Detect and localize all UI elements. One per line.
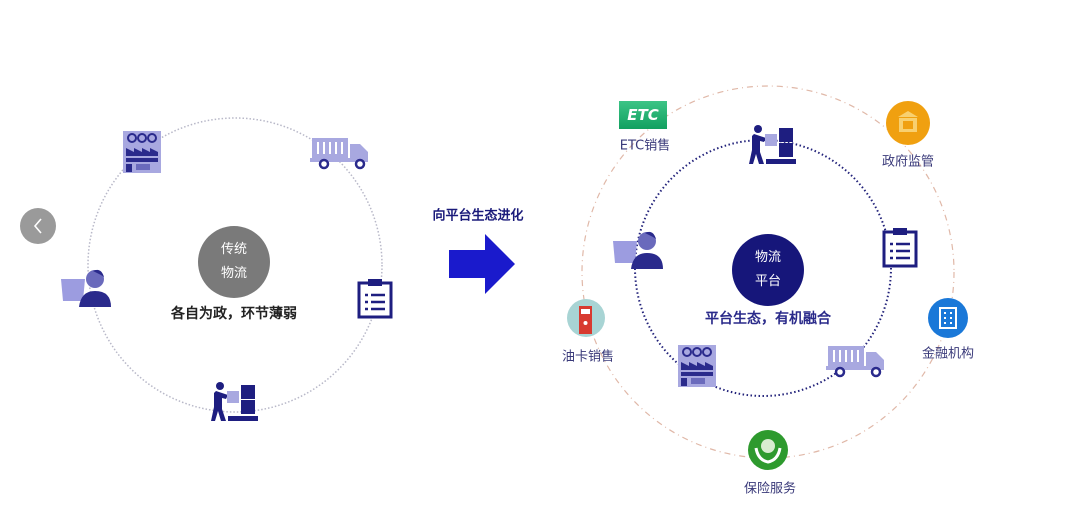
center-label: 物流 bbox=[220, 266, 247, 281]
traditional-logistics-node: 传统 物流 bbox=[198, 226, 270, 298]
chevron-left-icon bbox=[33, 218, 42, 234]
left-caption: 各自为政，环节薄弱 bbox=[171, 306, 297, 322]
operator-computer-icon bbox=[61, 269, 111, 307]
partner-label-insurance: 保险服务 bbox=[743, 481, 797, 497]
center-label: 物流 bbox=[754, 250, 781, 265]
clipboard-icon bbox=[357, 279, 393, 319]
etc-logo: ETC bbox=[619, 101, 667, 129]
fuel-pump-icon bbox=[567, 299, 605, 337]
partner-label-etc: ETC销售 bbox=[619, 138, 671, 154]
truck-icon bbox=[826, 346, 884, 378]
partner-label-gov: 政府监管 bbox=[881, 154, 935, 170]
factory-icon bbox=[678, 345, 716, 387]
truck-icon bbox=[310, 138, 368, 170]
center-label: 传统 bbox=[220, 242, 247, 257]
evolution-label: 向平台生态进化 bbox=[432, 208, 524, 224]
warehouse-worker-icon bbox=[749, 125, 796, 164]
factory-icon bbox=[123, 131, 161, 173]
warehouse-worker-icon bbox=[211, 382, 258, 421]
partner-label-finance: 金融机构 bbox=[921, 346, 975, 362]
partner-label-fuel: 油卡销售 bbox=[561, 349, 615, 365]
bank-building-icon bbox=[928, 298, 968, 338]
logistics-platform-node: 物流 平台 bbox=[732, 234, 804, 306]
center-label: 平台 bbox=[754, 274, 781, 289]
back-button[interactable] bbox=[20, 208, 56, 244]
operator-computer-icon bbox=[613, 231, 663, 269]
insurance-hands-icon bbox=[748, 430, 788, 470]
right-arrow-icon bbox=[449, 234, 515, 294]
government-building-icon bbox=[886, 101, 930, 145]
clipboard-icon bbox=[882, 228, 918, 268]
right-caption: 平台生态，有机融合 bbox=[705, 311, 831, 327]
